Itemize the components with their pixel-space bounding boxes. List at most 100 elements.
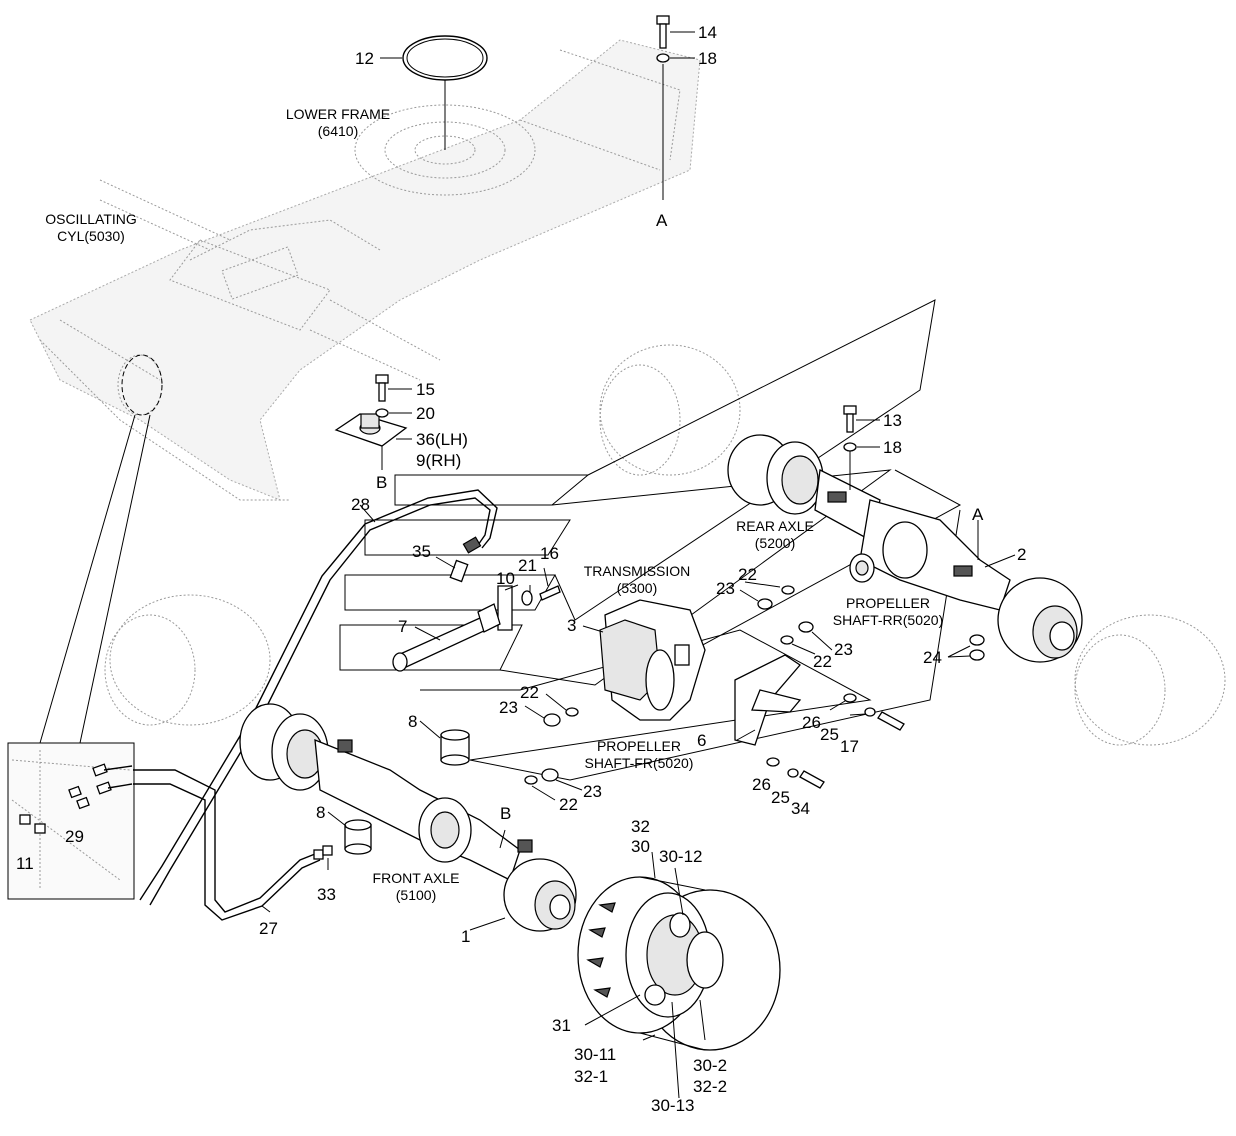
callout: 1	[461, 927, 470, 946]
callout: 27	[259, 919, 278, 938]
bolt-14	[656, 15, 670, 49]
o-ring	[402, 35, 488, 81]
front-axle	[239, 703, 577, 932]
washer-20	[375, 408, 389, 418]
callout: 30-11	[574, 1045, 616, 1064]
caption-transmission-1: TRANSMISSION	[584, 563, 691, 579]
callout: 34	[791, 799, 810, 818]
callout: 33	[317, 885, 336, 904]
washer-21	[521, 590, 533, 606]
callout: B	[500, 804, 511, 823]
caption-rear-axle-1: REAR AXLE	[736, 518, 814, 534]
bushing-8b	[327, 811, 372, 855]
callout: 8	[316, 803, 325, 822]
callout: 25	[771, 788, 790, 807]
bolt-17	[877, 711, 905, 731]
hydraulic-hose-27	[133, 769, 321, 913]
fitting-detail-inset	[7, 742, 135, 900]
caption-propeller-fr-1: PROPELLER	[597, 738, 681, 754]
caption-propeller-rr-2: SHAFT-RR(5020)	[833, 612, 943, 628]
callout: 36(LH)	[416, 430, 468, 449]
callout: 18	[883, 438, 902, 457]
support-bracket-6	[734, 654, 802, 746]
callout: 30	[631, 837, 650, 856]
caption-transmission-2: (5300)	[617, 580, 657, 596]
bushing-8a	[419, 720, 470, 766]
nuts-24	[969, 634, 985, 661]
callout: 13	[883, 411, 902, 430]
callout: 29	[65, 827, 84, 846]
callout: 20	[416, 404, 435, 423]
caption-rear-axle-2: (5200)	[755, 535, 795, 551]
propeller-shaft-rr	[849, 553, 875, 583]
callout: A	[656, 211, 668, 230]
nut-washer-group-d	[524, 768, 583, 801]
callout: A	[972, 505, 984, 524]
callout: 28	[351, 495, 370, 514]
elbow-fitting-35	[449, 536, 482, 583]
callout: 23	[583, 782, 602, 801]
callout: 26	[802, 713, 821, 732]
callout: 22	[738, 565, 757, 584]
bolt-15	[375, 374, 389, 402]
assembly-captions: LOWER FRAME (6410) OSCILLATING CYL(5030)…	[45, 106, 943, 903]
bolt-34	[799, 770, 825, 789]
caption-front-axle-1: FRONT AXLE	[373, 870, 460, 886]
fitting-33	[313, 845, 333, 870]
callout: 22	[559, 795, 578, 814]
caption-lower-frame-1: LOWER FRAME	[286, 106, 390, 122]
callout: 9(RH)	[416, 451, 461, 470]
callout: 30-13	[651, 1096, 694, 1115]
caption-front-axle-2: (5100)	[396, 887, 436, 903]
rear-axle	[727, 434, 1083, 663]
callout: 3	[567, 616, 576, 635]
propeller-shaft-7	[392, 603, 501, 672]
callout: 6	[697, 731, 706, 750]
nut-washer-group-b	[780, 621, 833, 655]
callout: 30-2	[693, 1056, 727, 1075]
callout: 7	[398, 617, 407, 636]
nut-washer-group-a	[739, 581, 795, 610]
caption-lower-frame-2: (6410)	[318, 123, 358, 139]
caption-propeller-rr-1: PROPELLER	[846, 595, 930, 611]
callout: 15	[416, 380, 435, 399]
callout: 32	[631, 817, 650, 836]
callout: 18	[698, 49, 717, 68]
washer-18b	[843, 442, 857, 452]
washer-18	[656, 53, 670, 63]
wheel-tire-assembly	[577, 851, 781, 1099]
callout: 32-2	[693, 1077, 727, 1096]
callout: 26	[752, 775, 771, 794]
callout: 24	[923, 648, 942, 667]
mounting-bracket-36	[334, 413, 408, 447]
callout: 30-12	[659, 847, 702, 866]
callout: 22	[813, 652, 832, 671]
callout: 14	[698, 23, 717, 42]
callout: 22	[520, 683, 539, 702]
callout: 11	[16, 854, 34, 873]
callout: 21	[518, 556, 537, 575]
callout: B	[376, 473, 387, 492]
callout: 17	[840, 737, 859, 756]
rear-tires-ghost	[104, 344, 1226, 746]
inset-leader-lines	[39, 414, 151, 744]
caption-osc-cyl-2: CYL(5030)	[57, 228, 125, 244]
callout-labels: 12 14 18 A 15 20 36(LH) 9(RH) B 13 18 A …	[16, 23, 1026, 1115]
cylinder-mount-highlight	[121, 354, 163, 416]
callout: 23	[834, 640, 853, 659]
nut-washer-group-c	[524, 693, 579, 727]
callout: 35	[412, 542, 431, 561]
transmission	[582, 599, 706, 721]
bolt-13	[843, 405, 857, 433]
callout: 23	[716, 579, 735, 598]
callout: 8	[408, 712, 417, 731]
callout: 16	[540, 544, 559, 563]
bolt-16	[539, 585, 561, 601]
callout: 31	[552, 1016, 571, 1035]
callout: 10	[496, 569, 515, 588]
callout: 32-1	[574, 1067, 608, 1086]
caption-propeller-fr-2: SHAFT-FR(5020)	[585, 755, 694, 771]
callout: 12	[355, 49, 374, 68]
callout: 23	[499, 698, 518, 717]
